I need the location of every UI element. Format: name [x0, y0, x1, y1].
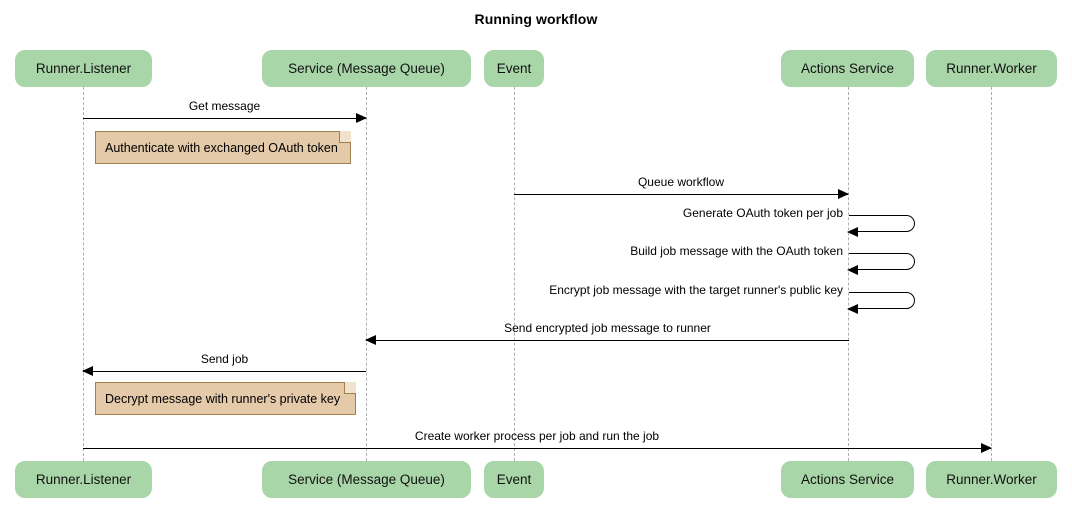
- lifeline-event: [514, 87, 515, 461]
- participant-service-queue-bottom[interactable]: Service (Message Queue): [262, 461, 471, 498]
- message-label: Get message: [188, 99, 261, 113]
- note-fold-corner-icon: [339, 131, 351, 143]
- participant-label: Event: [496, 61, 532, 76]
- participant-service-queue-top[interactable]: Service (Message Queue): [262, 50, 471, 87]
- participant-label: Service (Message Queue): [288, 61, 445, 76]
- participant-event-top[interactable]: Event: [484, 50, 544, 87]
- lifeline-runner-worker: [991, 87, 992, 461]
- message-line: [366, 340, 849, 341]
- self-message-loop: [849, 253, 915, 270]
- message-label: Encrypt job message with the target runn…: [549, 283, 843, 297]
- participant-runner-worker-top[interactable]: Runner.Worker: [926, 50, 1057, 87]
- message-label: Send job: [200, 352, 249, 366]
- message-line: [83, 118, 366, 119]
- participant-label: Runner.Worker: [946, 61, 1037, 76]
- message-label: Generate OAuth token per job: [682, 206, 843, 220]
- arrowhead-right-icon: [981, 443, 992, 453]
- participant-label: Actions Service: [800, 472, 895, 487]
- participant-runner-listener-top[interactable]: Runner.Listener: [15, 50, 152, 87]
- arrowhead-left-icon: [82, 366, 93, 376]
- arrowhead-right-icon: [838, 189, 849, 199]
- note-authenticate-oauth-token: Authenticate with exchanged OAuth token: [95, 131, 351, 164]
- lifeline-service-queue: [366, 87, 367, 461]
- note-text: Authenticate with exchanged OAuth token: [105, 140, 338, 155]
- participant-actions-service-top[interactable]: Actions Service: [781, 50, 914, 87]
- message-label: Create worker process per job and run th…: [414, 429, 660, 443]
- message-label: Queue workflow: [637, 175, 725, 189]
- message-line: [83, 371, 366, 372]
- participant-label: Actions Service: [800, 61, 895, 76]
- participant-actions-service-bottom[interactable]: Actions Service: [781, 461, 914, 498]
- arrowhead-right-icon: [356, 113, 367, 123]
- message-line: [514, 194, 848, 195]
- diagram-title: Running workflow: [474, 11, 598, 27]
- participant-runner-listener-bottom[interactable]: Runner.Listener: [15, 461, 152, 498]
- self-message-loop: [849, 292, 915, 309]
- participant-label: Runner.Worker: [946, 472, 1037, 487]
- arrowhead-left-icon: [847, 265, 858, 276]
- lifeline-runner-listener: [83, 87, 84, 461]
- message-line: [83, 448, 991, 449]
- participant-label: Event: [496, 472, 532, 487]
- message-label: Build job message with the OAuth token: [630, 244, 843, 258]
- arrowhead-left-icon: [847, 227, 858, 238]
- message-label: Send encrypted job message to runner: [504, 321, 711, 335]
- arrowhead-left-icon: [847, 304, 858, 315]
- self-message-encrypt-job-message: Encrypt job message with the target runn…: [549, 283, 915, 315]
- note-text: Decrypt message with runner's private ke…: [105, 391, 341, 406]
- participant-label: Runner.Listener: [35, 472, 132, 487]
- note-decrypt-private-key: Decrypt message with runner's private ke…: [95, 382, 356, 415]
- arrowhead-left-icon: [365, 335, 376, 345]
- self-message-build-job-message: Build job message with the OAuth token: [630, 244, 915, 276]
- participant-label: Runner.Listener: [35, 61, 132, 76]
- participant-event-bottom[interactable]: Event: [484, 461, 544, 498]
- note-fold-corner-icon: [344, 382, 356, 394]
- self-message-loop: [849, 215, 915, 232]
- self-message-generate-oauth-token: Generate OAuth token per job: [683, 206, 915, 238]
- participant-runner-worker-bottom[interactable]: Runner.Worker: [926, 461, 1057, 498]
- participant-label: Service (Message Queue): [288, 472, 445, 487]
